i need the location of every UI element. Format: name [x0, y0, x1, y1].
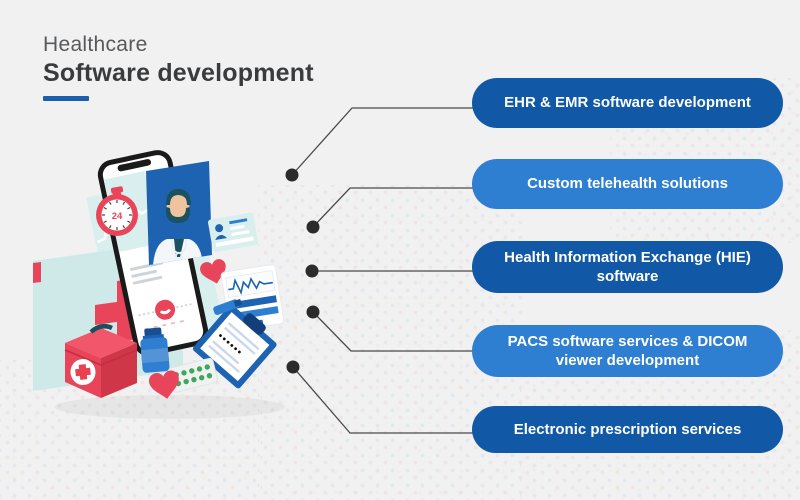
ground-shadow [55, 395, 285, 419]
page-title: Software development [43, 59, 314, 87]
alarm-clock-icon: 24 [96, 186, 138, 236]
connector-line [291, 107, 473, 176]
connector-dot [305, 264, 319, 278]
connector-line [292, 366, 473, 434]
service-label: Health Information Exchange (HIE) softwa… [504, 248, 751, 286]
doctor-beard [166, 207, 190, 223]
pill-bottle-icon [140, 327, 170, 373]
connector-line [312, 311, 473, 352]
kit-handle [89, 323, 113, 334]
doctor-video-call [146, 161, 212, 265]
patient-id-card [208, 212, 259, 253]
heart-icon [149, 370, 179, 399]
clock-24-badge: 24 [112, 211, 123, 222]
service-label: PACS software services & DICOM viewer de… [507, 332, 748, 370]
service-pill-hie: Health Information Exchange (HIE) softwa… [472, 241, 783, 293]
service-label: EHR & EMR software development [504, 94, 751, 112]
title-accent-underline [43, 96, 89, 101]
heart-icon [200, 259, 226, 284]
healthcare-illustration: 24 [33, 150, 285, 419]
service-pill-eprescription: Electronic prescription services [472, 406, 783, 453]
patient-avatar-icon [215, 224, 224, 233]
ekg-line [228, 276, 273, 296]
kit-cross-icon [75, 364, 91, 380]
pen-icon [213, 298, 243, 315]
phone-notch [117, 159, 152, 172]
service-pill-telehealth: Custom telehealth solutions [472, 159, 783, 209]
service-pill-ehr-emr: EHR & EMR software development [472, 78, 783, 128]
connector-dot [306, 220, 320, 234]
clipboard-clip [243, 313, 266, 335]
service-label: Custom telehealth solutions [527, 175, 728, 193]
page-header: Healthcare Software development [43, 33, 314, 101]
connector-dot [306, 305, 320, 319]
doctor-hair [166, 189, 191, 205]
header-kicker: Healthcare [43, 33, 148, 56]
first-aid-kit [64, 323, 138, 398]
service-pill-pacs-dicom: PACS software services & DICOM viewer de… [472, 325, 783, 377]
connector-line [312, 187, 473, 228]
call-button-icon [155, 299, 176, 320]
service-label: Electronic prescription services [513, 420, 742, 438]
